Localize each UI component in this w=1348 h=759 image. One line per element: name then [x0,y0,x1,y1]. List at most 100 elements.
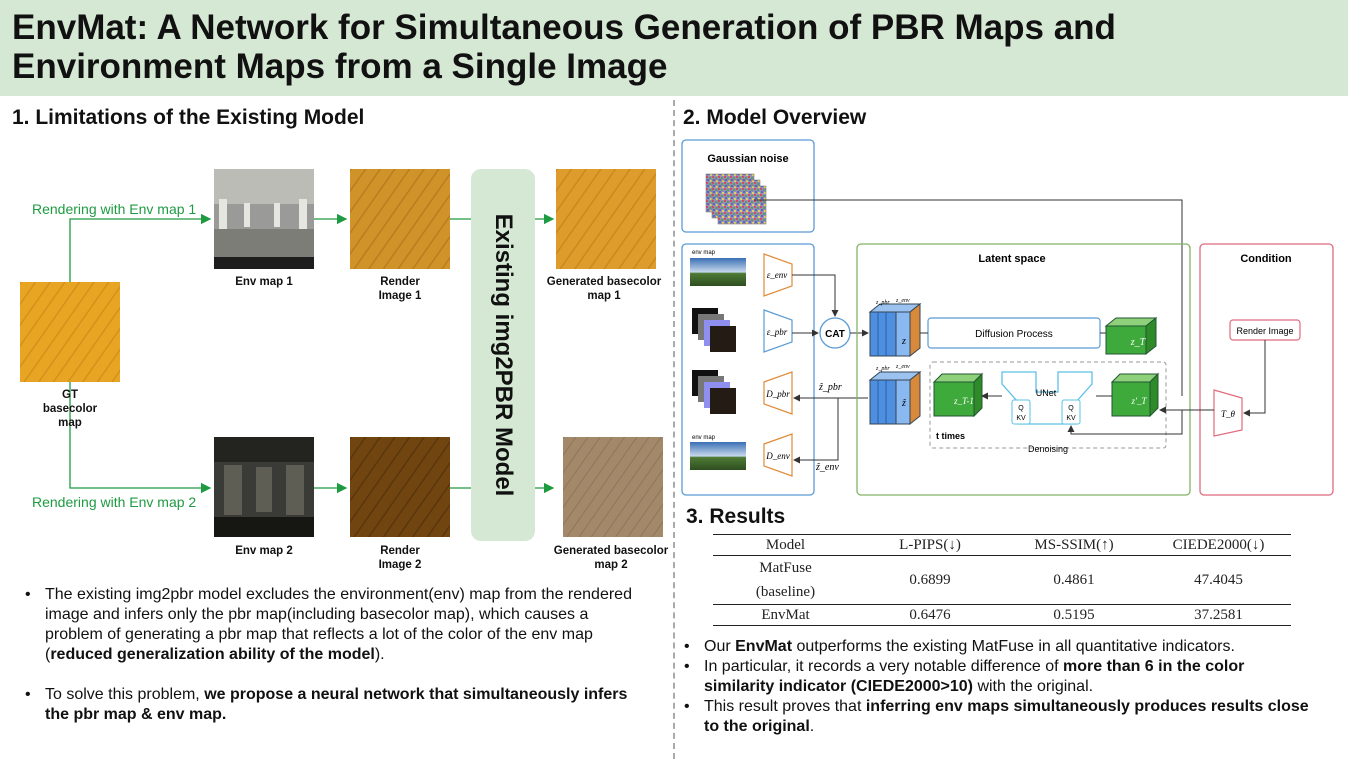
env-map-1-image [214,169,314,269]
condition-label: Condition [1240,253,1292,265]
render-label-1: Rendering with Env map 1 [32,201,197,217]
section2-heading: 2. Model Overview [683,106,867,129]
results-header-row: Model L-PIPS(↓) MS-SSIM(↑) CIEDE2000(↓) [713,534,1291,556]
kv-label-1: KV [1016,415,1026,422]
tau-encoder-shape [1213,389,1243,437]
section3-heading: 3. Results [686,505,786,528]
t-times-label: t times [936,431,965,441]
table-row: EnvMat 0.6476 0.5195 37.2581 [713,605,1291,626]
s3b2-end: with the original. [973,678,1094,695]
render-image-2-label: Render Image 2 [350,544,450,572]
zT-1-label: z_T-1 [953,396,974,406]
table-row: MatFuse(baseline) 0.6899 0.4861 47.4045 [713,556,1291,605]
s3b2-text: In particular, it records a very notable… [704,658,1064,675]
zhat-env-label: ẑ_env [815,462,839,473]
generated-1-label-line1: Generated basecolor [546,276,662,288]
row2-model: EnvMat [761,606,810,623]
z-cube [868,302,922,358]
latent-space-label: Latent space [978,253,1045,265]
row1-model: MatFuse(baseline) [713,556,858,605]
z-env-label-top: z_env [895,298,910,304]
diffusion-process-label: Diffusion Process [975,329,1053,340]
latent-space-box [856,243,1191,496]
generated-1-label-line2: map 1 [587,290,621,302]
zT-label: z_T [1130,337,1147,348]
model-overview-diagram: Gaussian noise env map env map ε_env ε_p… [681,139,1334,496]
column-divider [673,100,675,759]
tau-label: T_θ [1221,409,1236,419]
env-decoder-shape [763,433,793,477]
generated-basecolor-1 [556,169,656,269]
s1b1-bold: reduced generalization ability of the mo… [50,646,375,663]
env-decoder-label: D_env [765,451,790,461]
pbr-encoder-label: ε_pbr [767,327,788,337]
pbr-thumb-4 [710,326,736,352]
generated-2-label: Generated basecolor map 2 [548,544,674,572]
env-map-2-label: Env map 2 [235,545,293,557]
pbr-dec-thumb-4 [710,388,736,414]
pbr-encoder-shape [763,309,793,353]
s3b3-end: . [809,718,815,735]
zT-prime-cube [1110,372,1160,418]
zhat-env-label-top: z_env [895,364,910,370]
existing-model-box [471,169,535,541]
encoder-decoder-box [681,243,815,496]
gt-basecolor-image [20,282,120,382]
s3b2-bold: more than 6 in the color similarity indi… [704,658,1245,695]
gt-label-line1: GT [62,389,78,401]
zT-1-cube [932,372,984,418]
col-ciede: CIEDE2000(↓) [1172,536,1265,553]
unet-label: UNet [1036,388,1057,398]
gaussian-noise-box [681,139,815,233]
row2-lpips: 0.6476 [909,606,951,623]
s1b1-text: The existing img2pbr model excludes the … [45,586,632,663]
generated-2-label-line1: Generated basecolor [553,545,669,557]
zT-prime-label: z'_T [1131,396,1148,406]
env-map-small-label-top: env map [692,250,716,256]
zhat-pbr-label: ẑ_pbr [818,382,842,393]
z-label: z [901,336,906,347]
s3b3-text: This result proves that [704,698,866,715]
gaussian-noise-label: Gaussian noise [707,153,788,165]
cat-label: CAT [825,329,845,340]
s3b1-text: Our [704,638,736,655]
section3-bullet-3: •This result proves that inferring env m… [684,698,1309,735]
row1-ciede: 47.4045 [1194,571,1243,588]
row1-model-line2: (baseline) [755,584,816,600]
kv-label-2: KV [1066,415,1076,422]
env-encoder-label: ε_env [767,270,788,280]
gt-label-line2: basecolor [42,403,98,415]
z-pbr-label-top: z_pbr [875,300,890,306]
section1-bullet-1: •The existing img2pbr model excludes the… [25,586,632,663]
noise-tile-3 [717,185,767,225]
render-image-label: Render Image [1236,326,1293,336]
col-msssim: MS-SSIM(↑) [1034,536,1114,553]
qkv-box-1 [1011,399,1031,425]
s1b2-text: To solve this problem, [45,686,205,703]
s3b3-bold: inferring env maps simultaneously produc… [704,698,1309,735]
render-image-1-label-line1: Render [380,276,420,288]
pbr-decoder-label: D_pbr [765,389,790,399]
row2-ciede: 37.2581 [1194,606,1243,623]
gt-label-line3: map [58,417,82,429]
section1-heading: 1. Limitations of the Existing Model [12,106,365,129]
title-banner [0,0,1348,96]
render-image-1-label: Render Image 1 [350,275,450,303]
col-model: Model [765,536,806,553]
q-label-2: Q [1068,405,1074,412]
zT-cube [1104,316,1158,356]
page-title: EnvMat: A Network for Simultaneous Gener… [12,8,1116,86]
q-label-1: Q [1018,405,1024,412]
env-encoder-shape [763,253,793,297]
render-image-1-label-line2: Image 1 [378,290,422,302]
zhat-cube [868,370,922,426]
section1-flow-lines [69,213,555,494]
col-lpips: L-PIPS(↓) [899,536,961,553]
render-image-1 [350,169,450,269]
s1b2-bold: we propose a neural network that simulta… [45,686,628,723]
section1-bullets: •The existing img2pbr model excludes the… [25,585,650,725]
zhat-pbr-label-top: z_pbr [875,366,890,372]
env-map-thumb-top [690,258,746,286]
pbr-decoder-shape [763,371,793,415]
results-table: Model L-PIPS(↓) MS-SSIM(↑) CIEDE2000(↓) … [713,534,1291,626]
